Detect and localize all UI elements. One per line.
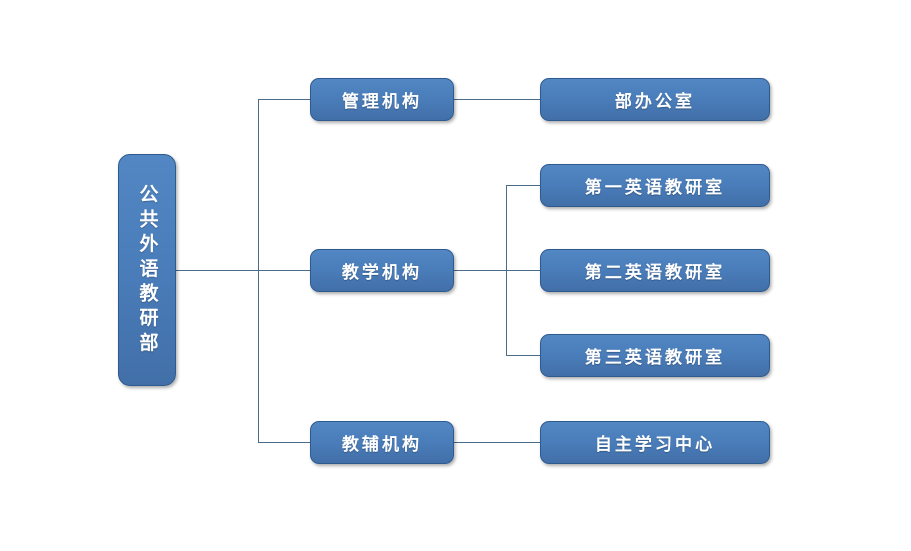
node-branch-teaching[interactable]: 教学机构 bbox=[310, 249, 454, 292]
connector-trunk-to-branch-3 bbox=[258, 442, 312, 443]
connector-branch-3-to-child-1 bbox=[454, 442, 540, 443]
connector-branch-2-to-child-1 bbox=[506, 185, 540, 186]
connector-trunk-to-branch-1 bbox=[258, 99, 312, 100]
node-branch-teaching-support[interactable]: 教辅机构 bbox=[310, 421, 454, 464]
connector-root-stub bbox=[176, 270, 259, 271]
connector-trunk-to-branch-2 bbox=[258, 270, 312, 271]
node-leaf-second-english-office[interactable]: 第二英语教研室 bbox=[540, 249, 770, 292]
node-leaf-third-english-office[interactable]: 第三英语教研室 bbox=[540, 334, 770, 377]
node-leaf-department-office[interactable]: 部办公室 bbox=[540, 78, 770, 121]
connector-branch-2-to-child-3 bbox=[506, 355, 540, 356]
connector-trunk-vertical bbox=[258, 99, 259, 443]
connector-branch-2-to-child-2 bbox=[506, 270, 540, 271]
node-leaf-self-study-center[interactable]: 自主学习中心 bbox=[540, 421, 770, 464]
connector-branch-2-stub bbox=[454, 270, 507, 271]
node-branch-management[interactable]: 管理机构 bbox=[310, 78, 454, 121]
node-root-public-foreign-language-department[interactable]: 公共外语教研部 bbox=[118, 154, 176, 386]
connector-branch-1-to-child-1 bbox=[454, 99, 540, 100]
node-leaf-first-english-office[interactable]: 第一英语教研室 bbox=[540, 164, 770, 207]
